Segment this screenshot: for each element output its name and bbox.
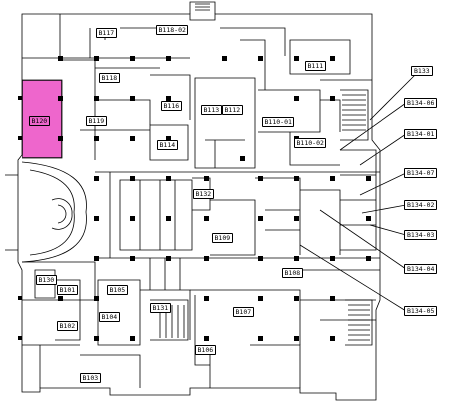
unit-label-b103: B103: [80, 373, 101, 383]
callout-b134-03: B134-03: [404, 230, 438, 240]
unit-label-b104: B104: [99, 312, 120, 322]
unit-label-b102: B102: [57, 321, 78, 331]
unit-label-b109: B109: [212, 233, 233, 243]
unit-label-b112: B112: [222, 105, 243, 115]
unit-label-b118: B118: [99, 73, 120, 83]
unit-label-b107: B107: [233, 307, 254, 317]
unit-label-b120: B120: [29, 116, 50, 126]
unit-label-b117: B117: [96, 28, 117, 38]
callout-b133: B133: [411, 66, 433, 76]
unit-label-b114: B114: [157, 140, 178, 150]
callout-b134-01: B134-01: [404, 129, 438, 139]
callout-b134-06: B134-06: [404, 98, 438, 108]
callout-b134-02: B134-02: [404, 200, 438, 210]
unit-label-b116: B116: [161, 101, 182, 111]
unit-label-b105: B105: [107, 285, 128, 295]
unit-label-b131: B131: [150, 303, 171, 313]
callout-b134-04: B134-04: [404, 264, 438, 274]
unit-label-b119: B119: [86, 116, 107, 126]
unit-label-b132: B132: [193, 189, 214, 199]
unit-label-b108: B108: [282, 268, 303, 278]
unit-label-b110-02: B110-02: [294, 138, 327, 148]
callout-b134-07: B134-07: [404, 168, 438, 178]
unit-label-b130: B130: [36, 275, 57, 285]
callout-b134-05: B134-05: [404, 306, 438, 316]
unit-label-b113: B113: [201, 105, 222, 115]
unit-label-b118-02: B118-02: [156, 25, 189, 35]
unit-label-b111: B111: [305, 61, 326, 71]
unit-label-b101: B101: [57, 285, 78, 295]
unit-label-b106: B106: [195, 345, 216, 355]
unit-label-b110-01: B110-01: [262, 117, 295, 127]
